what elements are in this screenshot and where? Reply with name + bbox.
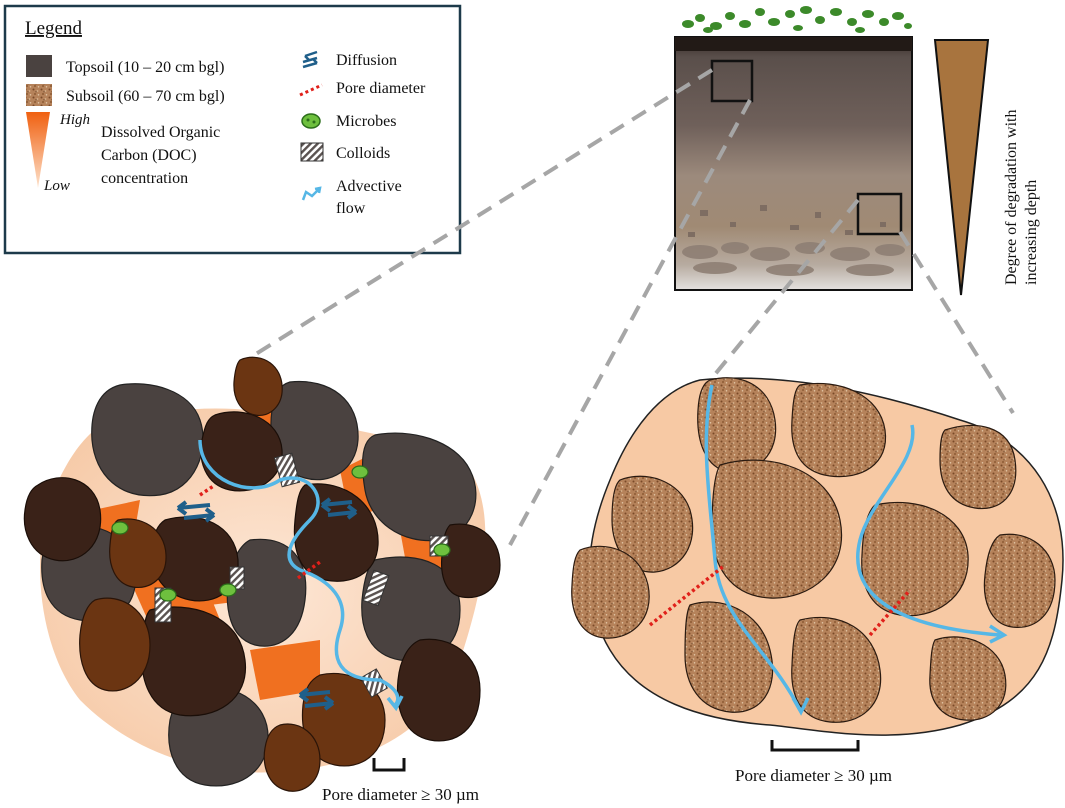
legend-pore-diameter: Pore diameter <box>336 80 426 97</box>
legend-doc-line3: concentration <box>101 170 188 187</box>
plants-icon <box>682 6 912 33</box>
topsoil-pore-label: Pore diameter ≥ 30 µm <box>322 785 479 804</box>
legend-advective-line2: flow <box>336 200 366 217</box>
legend-diffusion: Diffusion <box>336 52 397 69</box>
legend-colloids: Colloids <box>336 145 390 162</box>
topsoil-swatch <box>26 55 52 77</box>
subsoil-pore-label: Pore diameter ≥ 30 µm <box>735 766 892 785</box>
soil-profile <box>674 6 913 291</box>
degradation-label-line1: Degree of degradation with <box>1003 110 1020 285</box>
legend-doc-high: High <box>59 112 90 128</box>
subsoil-swatch <box>26 84 52 106</box>
microbe-icon <box>301 113 321 129</box>
legend-topsoil: Topsoil (10 – 20 cm bgl) <box>66 59 224 76</box>
subsoil-aggregate: Pore diameter ≥ 30 µm <box>571 377 1064 785</box>
legend-panel: Legend Topsoil (10 – 20 cm bgl) Subsoil … <box>3 4 462 255</box>
legend-microbes: Microbes <box>336 113 396 130</box>
diffusion-icon <box>302 50 318 69</box>
zoom-lines <box>241 68 1015 546</box>
advective-flow-icon <box>301 186 322 201</box>
legend-title: Legend <box>25 18 82 39</box>
degradation-wedge: Degree of degradation with increasing de… <box>933 39 1040 296</box>
legend-advective-line1: Advective <box>336 178 402 195</box>
subsoil-sample-box <box>856 192 903 236</box>
legend-doc-line2: Carbon (DOC) <box>101 147 197 164</box>
legend-doc-low: Low <box>43 178 70 194</box>
topsoil-sample-box <box>710 59 754 103</box>
degradation-label-line2: increasing depth <box>1023 180 1040 285</box>
colloid-icon <box>300 142 324 162</box>
topsoil-aggregate: Pore diameter ≥ 30 µm <box>23 356 501 804</box>
advective-flow-paths <box>704 384 1008 716</box>
doc-gradient-wedge <box>26 112 50 188</box>
topsoil-pore-bracket <box>372 758 406 772</box>
legend-doc-line1: Dissolved Organic <box>101 124 220 141</box>
advective-flow-path <box>198 439 400 707</box>
diffusion-arrows <box>176 497 358 711</box>
legend-subsoil: Subsoil (60 – 70 cm bgl) <box>66 88 225 105</box>
subsoil-pore-bracket <box>770 740 860 752</box>
pore-diameter-icon <box>299 83 323 97</box>
